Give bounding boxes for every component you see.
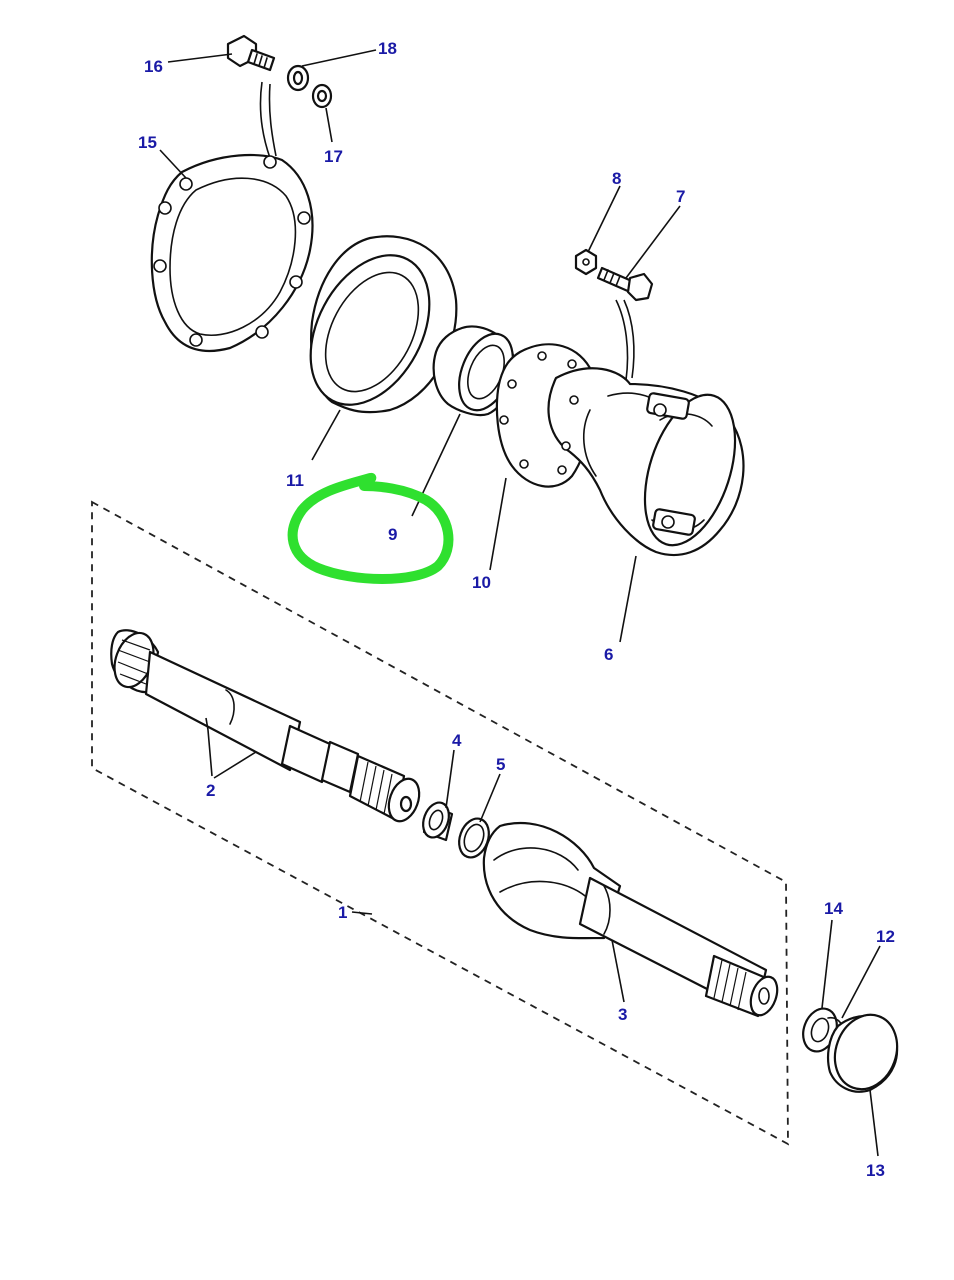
part-16-bolt — [226, 34, 276, 72]
callout-18: 18 — [378, 39, 397, 58]
callout-8: 8 — [612, 169, 621, 188]
callout-2: 2 — [206, 781, 215, 800]
callout-4: 4 — [452, 731, 462, 750]
callout-5: 5 — [496, 755, 505, 774]
part-6-housing — [547, 367, 745, 557]
part-18-washer — [286, 64, 310, 92]
callout-10: 10 — [472, 573, 491, 592]
callout-12: 12 — [876, 927, 895, 946]
callout-1: 1 — [338, 903, 347, 922]
callout-11: 11 — [286, 471, 304, 490]
callout-13: 13 — [866, 1161, 885, 1180]
part-17-washer — [311, 83, 333, 109]
part-13-cap — [827, 1013, 899, 1093]
part-8-nut — [574, 248, 598, 276]
callout-7: 7 — [676, 187, 685, 206]
part-1-assembly-outline — [91, 500, 789, 1146]
part-3-cv-shaft — [482, 821, 779, 1018]
callout-3: 3 — [618, 1005, 627, 1024]
callout-6: 6 — [604, 645, 613, 664]
callout-9: 9 — [388, 525, 397, 544]
highlight-circle — [287, 472, 454, 584]
part-15-gasket — [150, 153, 314, 352]
callout-16: 16 — [144, 57, 163, 76]
part-2-shaft — [110, 629, 421, 823]
part-11-seal — [309, 235, 458, 414]
callout-17: 17 — [324, 147, 343, 166]
callout-14: 14 — [824, 899, 843, 918]
callout-15: 15 — [138, 133, 157, 152]
part-4-bush — [422, 801, 454, 842]
part-7-bolt — [596, 266, 654, 302]
callout-labels: 16 18 17 15 8 7 11 9 10 6 2 4 5 1 3 14 1… — [138, 39, 895, 1180]
